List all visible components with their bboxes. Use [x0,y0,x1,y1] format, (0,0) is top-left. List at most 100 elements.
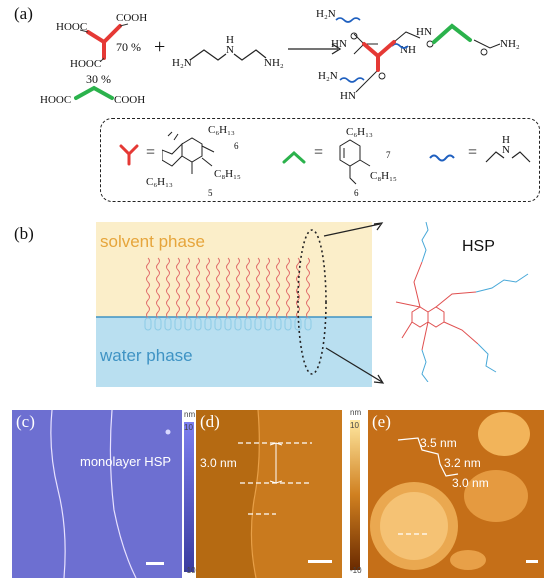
afm-image-d [196,410,342,578]
reactant-dimer-structure [74,85,114,100]
reactant-trimer-percent: 70 % [116,40,141,54]
amine-structure [190,49,267,61]
molecule-tail [286,257,290,319]
molecule-head [244,317,252,331]
legend-trimer-structure [162,131,215,174]
molecule-tail [216,257,220,319]
amine-nh-h: H [226,34,234,46]
color-scale-d-max: 10 [350,421,359,430]
legend-equals-3: = [468,144,478,161]
legend-trimer-sub-2: C₆H₁₃ [146,176,173,188]
legend-trimer-sub-6: 6 [234,141,239,151]
legend-trimer-sub-1: C₆H₁₃ [208,124,235,136]
height-label-d: 3.0 nm [200,456,237,470]
legend-dimer-sub-7: 7 [386,150,391,160]
height-label-e-2: 3.2 nm [444,456,481,470]
molecule-tail [246,257,250,319]
molecule-tail [256,257,260,319]
molecule-head [164,317,172,331]
panel-label-b: (b) [14,224,34,243]
afm-image-e [368,410,544,578]
molecule-tail [166,257,170,319]
reaction-arrow [288,43,342,55]
amine-nh2: NH₂ [264,57,284,69]
scale-bar-e [526,560,538,563]
panel-label-c: (c) [16,412,35,431]
legend-dimer-symbol [282,150,306,164]
reactant-dimer-percent: 30 % [86,72,111,86]
product-hn-right: HN [416,26,432,38]
reactant-dimer-hooc: HOOC [40,94,72,106]
molecule-tail [206,257,210,319]
molecule-head [204,317,212,331]
panel-label-e: (e) [372,412,391,431]
molecule-tail [266,257,270,319]
reactant-trimer-structure [80,23,129,62]
molecule-head [274,317,282,331]
molecule-head [174,317,182,331]
structure-legend-box [100,118,540,202]
molecule-head [264,317,272,331]
reactant-trimer-hooc-left: HOOC [56,21,88,33]
amine-h2n: H₂N [172,57,192,69]
scale-bar-d [308,560,332,563]
product-hn-bottom: HN [340,90,356,102]
color-scale-c-unit: nm [184,410,196,419]
product-h2n-top: H₂N [316,8,336,20]
molecule-tail [276,257,280,319]
molecule-head [234,317,242,331]
molecule-tail [146,257,150,319]
color-scale-d-unit: nm [350,408,362,417]
molecule-tail [156,257,160,319]
product-h2n-bottom: H₂N [318,70,338,82]
panel-label-d: (d) [200,412,220,431]
legend-dimer-structure [339,139,371,185]
legend-trimer-sub-5: 5 [208,188,213,198]
zoom-lines [323,222,385,384]
molecule-tail [296,257,300,319]
product-nh-mid: NH [400,44,416,56]
color-scale-c-min: -10 [184,566,196,575]
molecule-head [184,317,192,331]
molecule-head [194,317,202,331]
molecule-tail [176,257,180,319]
color-scale-d-min: -10 [350,566,362,575]
panel-label-a: (a) [14,4,33,23]
legend-linker-n: N [502,144,510,156]
reactant-dimer-cooh: COOH [114,94,146,106]
height-label-e-3: 3.0 nm [452,476,489,490]
legend-equals-1: = [146,144,156,161]
legend-equals-2: = [314,144,324,161]
molecule-head [154,317,162,331]
plus-sign: + [154,36,166,58]
product-structure [335,17,501,93]
molecule-tail [226,257,230,319]
legend-linker-symbol [429,154,455,162]
molecule-head [284,317,292,331]
legend-linker-h: H [502,134,510,146]
monolayer-hsp-label: monolayer HSP [80,454,172,469]
product-hn-top: HN [331,38,347,50]
color-scale-c [184,422,194,572]
molecule-head [144,317,152,331]
monolayer-illustration [96,229,372,375]
hsp-molecule-structure [395,222,529,382]
solvent-phase-label: solvent phase [100,232,205,251]
product-nh2-right: NH₂ [500,38,520,50]
molecule-tail [186,257,190,319]
afm-image-c [12,410,182,578]
molecule-head [224,317,232,331]
legend-linker-structure [485,151,531,163]
molecule-tail [236,257,240,319]
water-phase-region [96,317,372,387]
color-scale-d [350,420,360,570]
molecule-tail [196,257,200,319]
legend-dimer-sub-2: C₈H₁₅ [370,170,397,182]
molecule-head [304,317,312,331]
amine-nh-n: N [226,44,234,56]
legend-trimer-sub-3: C₈H₁₅ [214,168,241,180]
color-scale-c-max: 10 [184,423,193,432]
height-label-e-1: 3.5 nm [420,436,457,450]
hsp-label: HSP [462,238,495,255]
molecule-tail [306,257,310,319]
